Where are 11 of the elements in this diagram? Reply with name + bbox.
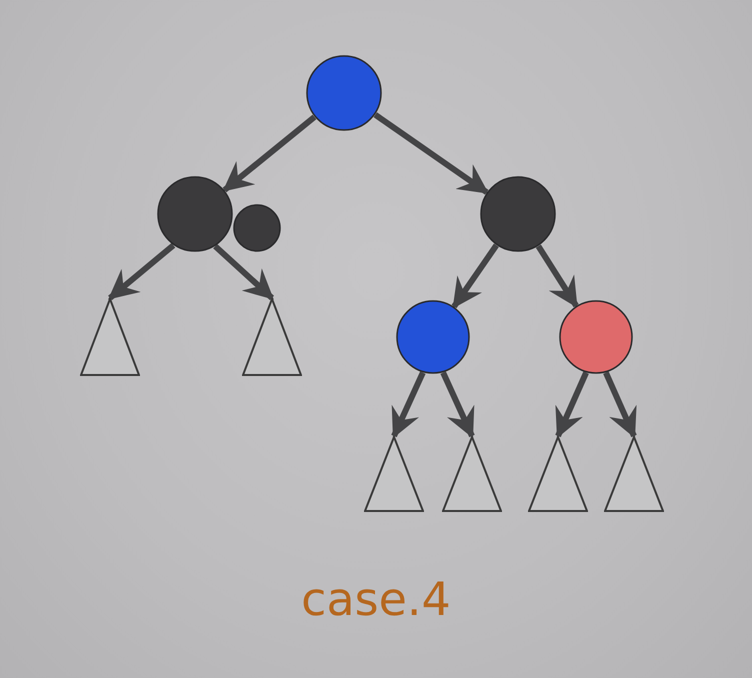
arrow (108, 242, 176, 300)
arrow (213, 244, 274, 300)
arrow (222, 114, 316, 192)
arrow (603, 371, 637, 438)
arrow (440, 371, 475, 438)
caption: case.4 (301, 572, 451, 626)
arrow (391, 371, 426, 438)
arrow (373, 112, 489, 195)
arrow (555, 371, 589, 438)
arrow (536, 244, 579, 308)
arrow (452, 244, 499, 309)
